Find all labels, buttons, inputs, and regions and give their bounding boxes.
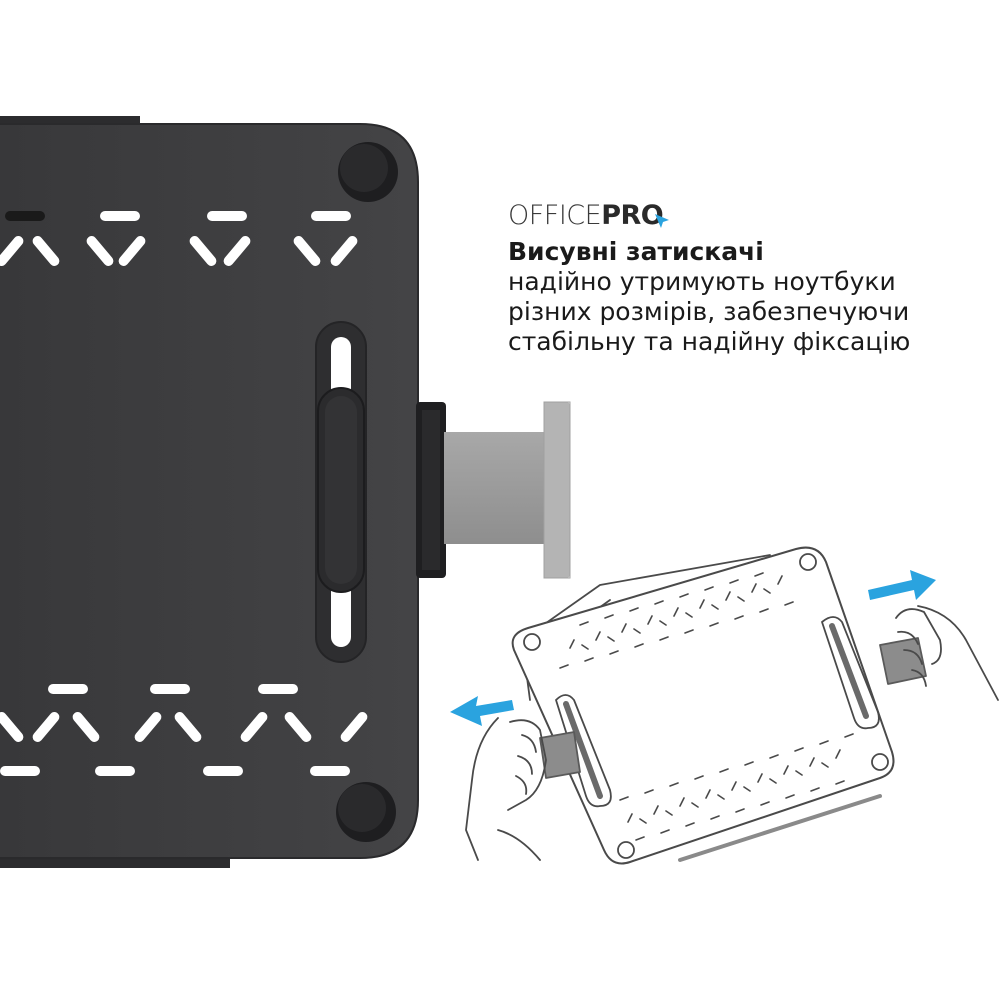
arrow-left-icon — [450, 696, 514, 726]
brand-name-bold: PRO — [601, 200, 664, 231]
clamp-mechanism — [416, 401, 571, 579]
feature-description: Висувні затискачі надійно утримують ноут… — [508, 237, 978, 357]
usage-illustration — [465, 546, 999, 865]
feature-line-2: різних розмірів, забезпечуючи — [508, 297, 910, 326]
laptop-stand-plate-closeup — [0, 116, 571, 868]
clamp-slot — [315, 321, 367, 663]
cursor-arrow-icon — [655, 214, 670, 228]
feature-line-1: надійно утримують ноутбуки — [508, 267, 896, 296]
brand-name-light: OFFICE — [508, 200, 602, 231]
vent-slots-bottom — [0, 684, 368, 776]
arrow-right-icon — [868, 570, 936, 600]
feature-headline: Висувні затискачі — [508, 237, 764, 266]
feature-line-3: стабільну та надійну фіксацію — [508, 327, 911, 356]
vent-slots-top — [0, 211, 358, 266]
